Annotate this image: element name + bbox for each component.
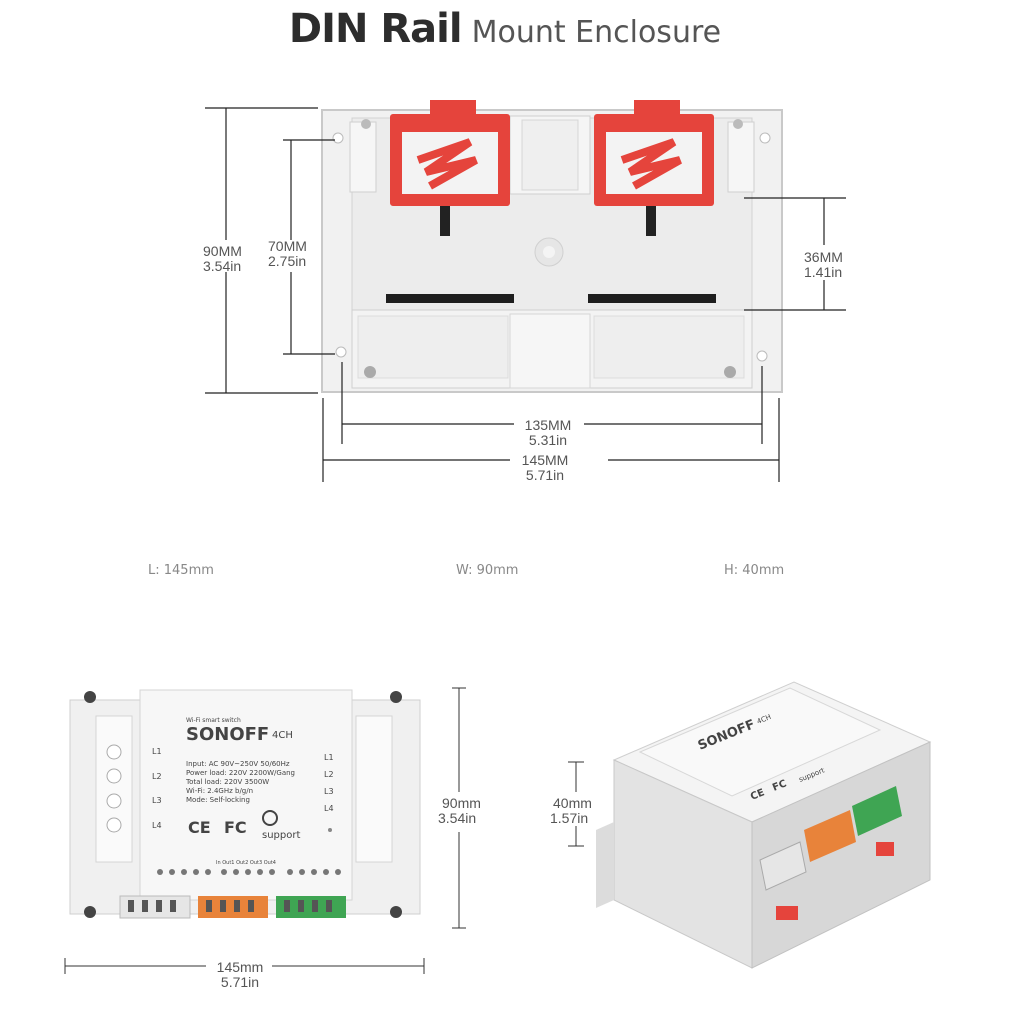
- top-dimension-lines: [205, 107, 846, 482]
- iso-cert-fc: FC: [771, 778, 788, 794]
- dim-width-total: 145MM 5.71in: [505, 453, 585, 483]
- dim-front-height-in: 3.54in: [438, 810, 477, 826]
- front-spec-line-5: Mode: Self-locking: [186, 796, 250, 804]
- dim-height-total-mm: 90MM: [203, 243, 242, 259]
- dim-width-mount-mm: 135MM: [524, 417, 572, 433]
- front-spec-line-2: Power load: 220V 2200W/Gang: [186, 769, 295, 777]
- dim-front-width: 145mm 5.71in: [200, 960, 280, 990]
- dim-height-total: 90MM 3.54in: [203, 244, 242, 274]
- dim-rail-gap-mm: 36MM: [804, 249, 843, 265]
- din-clip-right: [594, 100, 714, 236]
- front-cert-ce: CE: [188, 818, 211, 837]
- dim-front-height: 90mm 3.54in: [438, 796, 481, 826]
- front-right-channel-3: L3: [324, 787, 334, 796]
- title-light: Mount Enclosure: [471, 15, 722, 50]
- front-spec-line-3: Total load: 220V 3500W: [185, 778, 269, 786]
- front-left-channel-3: L3: [152, 796, 162, 805]
- front-brand: SONOFF: [186, 724, 269, 745]
- dim-rail-gap: 36MM 1.41in: [804, 250, 843, 280]
- din-clip-left: [390, 100, 510, 236]
- front-right-channel-1: L1: [324, 753, 334, 762]
- dim-front-width-in: 5.71in: [220, 974, 260, 990]
- front-spec-line-4: Wi-Fi: 2.4GHz b/g/n: [186, 787, 253, 795]
- front-label-header: Wi-Fi smart switch: [186, 717, 241, 724]
- front-spec-line-1: Input: AC 90V~250V 50/60Hz: [186, 760, 290, 768]
- dim-iso-height: 40mm 1.57in: [550, 796, 592, 826]
- front-cert-fc: FC: [224, 818, 247, 837]
- spec-length: L: 145mm: [148, 563, 214, 578]
- front-right-channel-2: L2: [324, 770, 334, 779]
- back-view-enclosure: [321, 100, 783, 393]
- front-view-device: L1 L2 L3 L4 L1 L2 L3 L4 Wi-Fi smart swit…: [69, 689, 421, 919]
- dim-height-mount: 70MM 2.75in: [268, 239, 307, 269]
- front-left-channel-2: L2: [152, 772, 162, 781]
- dim-height-mount-mm: 70MM: [268, 238, 307, 254]
- front-left-channel-4: L4: [152, 821, 162, 830]
- dim-height-mount-in: 2.75in: [268, 253, 307, 269]
- dim-width-total-mm: 145MM: [521, 452, 569, 468]
- dim-width-mount-in: 5.31in: [528, 432, 568, 448]
- dim-front-width-mm: 145mm: [216, 959, 264, 975]
- dim-iso-height-in: 1.57in: [550, 810, 589, 826]
- front-support: support: [262, 830, 300, 841]
- front-left-channel-1: L1: [152, 747, 162, 756]
- spec-width: W: 90mm: [456, 563, 519, 578]
- title-bold: DIN Rail: [288, 6, 463, 52]
- front-dimension-lines: [64, 687, 466, 974]
- iso-dimension-lines: [568, 761, 584, 847]
- dim-width-total-in: 5.71in: [525, 467, 565, 483]
- front-model: 4CH: [272, 730, 293, 741]
- iso-cert-ce: CE: [749, 787, 766, 803]
- front-right-channel-4: L4: [324, 804, 334, 813]
- spec-height: H: 40mm: [724, 563, 785, 578]
- dim-rail-gap-in: 1.41in: [804, 264, 843, 280]
- dim-iso-height-mm: 40mm: [553, 795, 592, 811]
- iso-view-device: SONOFF 4CH CE FC support: [596, 681, 932, 969]
- dim-front-height-mm: 90mm: [442, 795, 481, 811]
- front-terminal-header: In Out1 Out2 Out3 Out4: [216, 860, 276, 866]
- dim-width-mount: 135MM 5.31in: [508, 418, 588, 448]
- dim-height-total-in: 3.54in: [203, 258, 242, 274]
